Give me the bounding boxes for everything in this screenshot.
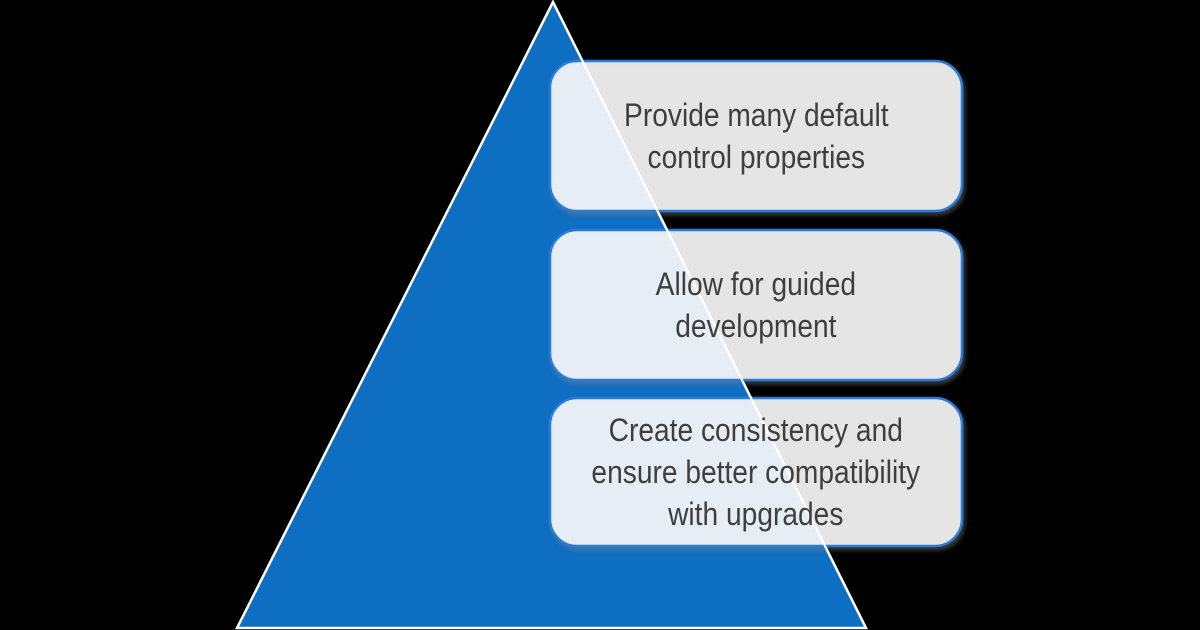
level-3-line-3: with upgrades	[668, 496, 844, 532]
level-label-1: Provide many default control properties	[550, 61, 962, 211]
level-2-line-1: Allow for guided	[655, 266, 857, 302]
level-3-text: Create consistency and ensure better com…	[592, 409, 921, 535]
level-card-1	[548, 59, 964, 213]
pyramid-right-edge-highlight	[552, 1, 867, 629]
level-card-2	[548, 228, 964, 382]
level-label-2: Allow for guided development	[550, 230, 962, 380]
level-2-text: Allow for guided development	[656, 263, 856, 347]
level-1-text: Provide many default control properties	[624, 94, 889, 178]
level-1-line-2: control properties	[647, 139, 865, 175]
level-3-line-2: ensure better compatibility	[591, 454, 921, 490]
level-3-line-1: Create consistency and	[608, 412, 904, 448]
level-card-3	[548, 396, 964, 548]
level-1-line-1: Provide many default	[623, 97, 889, 133]
level-label-3: Create consistency and ensure better com…	[550, 398, 962, 546]
level-2-line-2: development	[675, 308, 837, 344]
